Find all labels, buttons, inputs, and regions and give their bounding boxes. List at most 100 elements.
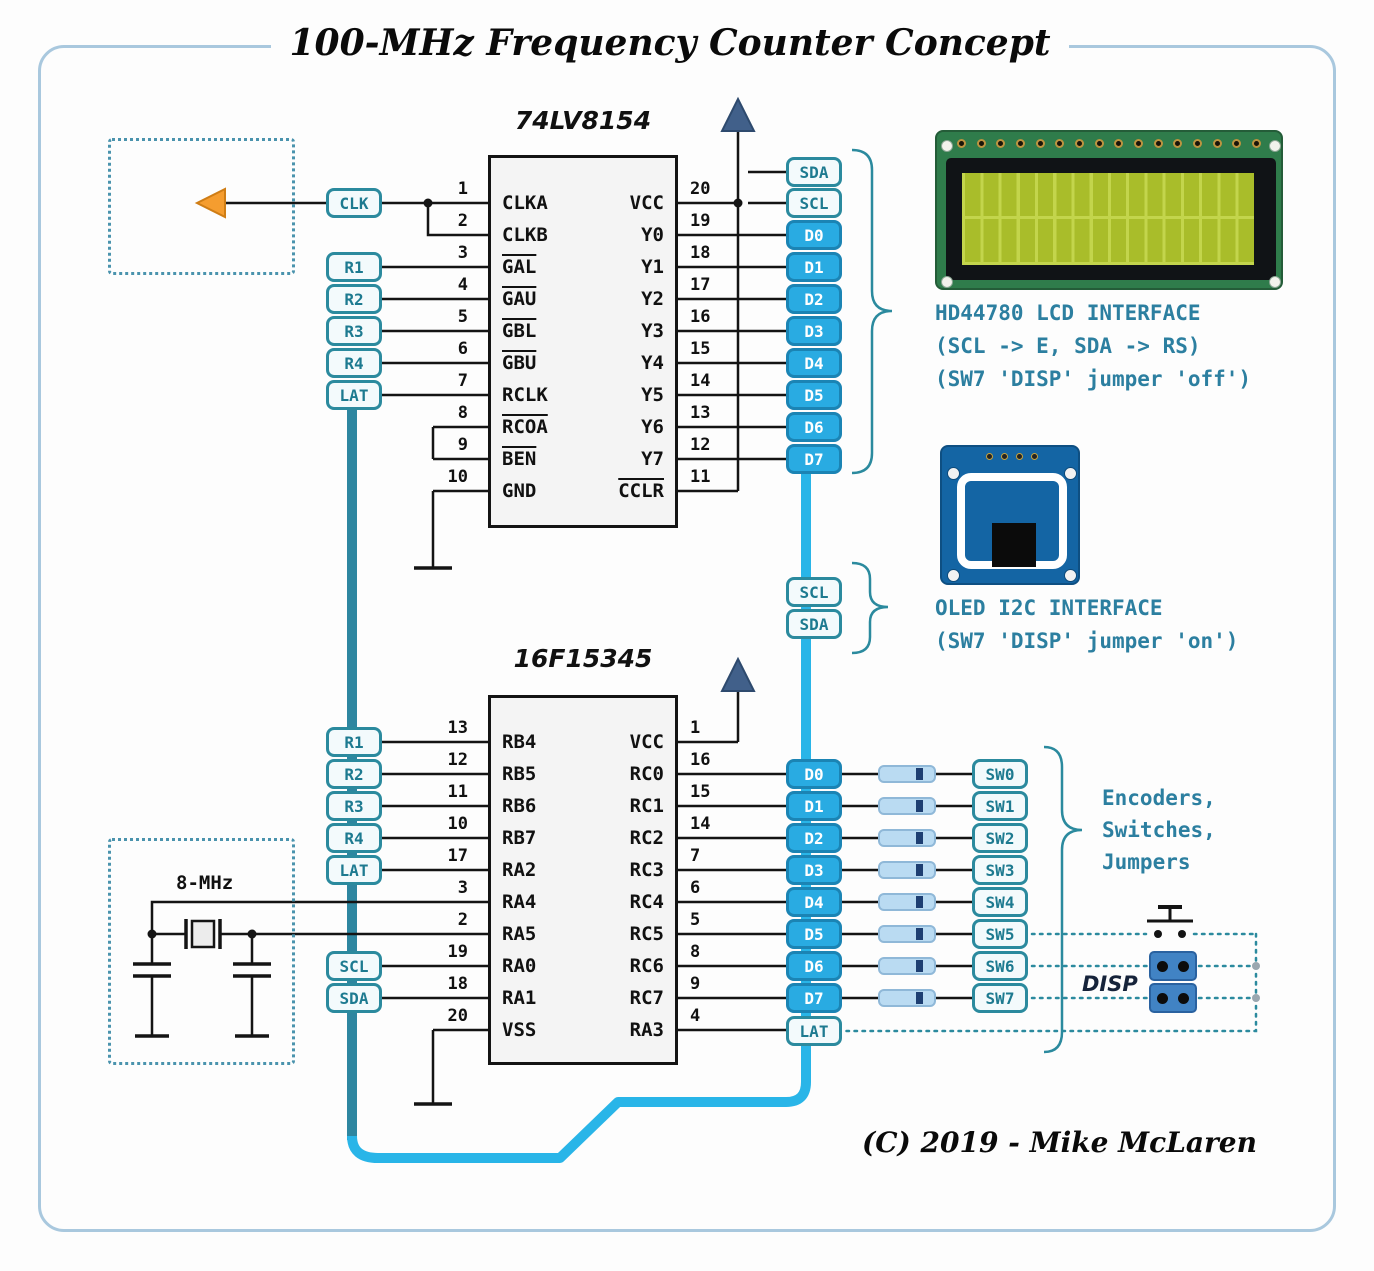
pin-number: 12 — [690, 435, 711, 455]
lcd-module — [935, 130, 1283, 290]
tag-clk: CLK — [326, 188, 382, 218]
oled-mount-hole — [1064, 467, 1077, 480]
pin-name: RC6 — [629, 955, 664, 977]
pin-name: RA3 — [629, 1019, 664, 1041]
tag-scl-oled: SCL — [786, 577, 842, 607]
tag-sw2: SW2 — [972, 823, 1028, 853]
tag-r3: R3 — [326, 791, 382, 821]
pin-number: 8 — [690, 942, 701, 962]
pin-number: 3 — [457, 878, 468, 898]
pin-name: Y7 — [641, 448, 664, 470]
pin-number: 14 — [690, 371, 711, 391]
disp-label: DISP — [1082, 972, 1138, 996]
pin-name: Y5 — [641, 384, 664, 406]
oled-driver-chip — [992, 523, 1036, 567]
tag-d7: D7 — [786, 444, 842, 474]
resistor — [878, 829, 936, 847]
lcd-mount-hole — [1269, 140, 1281, 152]
right-note-line3: Jumpers — [1102, 850, 1191, 874]
tag-r3: R3 — [326, 316, 382, 346]
pin-number: 1 — [690, 718, 701, 738]
tag-sw3: SW3 — [972, 855, 1028, 885]
pin-number: 12 — [447, 750, 468, 770]
lcd-mount-hole — [1269, 276, 1281, 288]
pin-number: 6 — [457, 339, 468, 359]
copyright-text: (C) 2019 - Mike McLaren — [862, 1126, 1257, 1159]
tag-d3: D3 — [786, 316, 842, 346]
pin-number: 6 — [690, 878, 701, 898]
pin-name: RB5 — [502, 763, 537, 785]
pin-name: RCOA — [502, 416, 548, 438]
pin-number: 17 — [447, 846, 468, 866]
pin-number: 19 — [447, 942, 468, 962]
pin-number: 2 — [457, 211, 468, 231]
tag-d7: D7 — [786, 983, 842, 1013]
tag-d0: D0 — [786, 759, 842, 789]
pin-name: Y0 — [641, 224, 664, 246]
resistor — [878, 861, 936, 879]
tag-r2: R2 — [326, 284, 382, 314]
disp-jumper-block — [1149, 983, 1197, 1013]
tag-sw4: SW4 — [972, 887, 1028, 917]
lcd-note-line3: (SW7 'DISP' jumper 'off') — [935, 367, 1252, 391]
oled-pin-header — [986, 453, 1038, 460]
pin-name: VSS — [502, 1019, 537, 1041]
pin-name: RC2 — [629, 827, 664, 849]
pin-number: 10 — [447, 814, 468, 834]
pin-name: RA5 — [502, 923, 537, 945]
pin-number: 2 — [457, 910, 468, 930]
pin-name: RB4 — [502, 731, 537, 753]
pin-number: 5 — [690, 910, 701, 930]
pin-number: 13 — [690, 403, 711, 423]
pin-name: RA0 — [502, 955, 537, 977]
title-bar: 100-MHz Frequency Counter Concept — [0, 22, 1340, 64]
resistor — [878, 765, 936, 783]
chip-74lv8154 — [488, 155, 678, 528]
tag-d5: D5 — [786, 380, 842, 410]
resistor — [878, 893, 936, 911]
pin-name: GAL — [502, 256, 537, 278]
right-note-line1: Encoders, — [1102, 786, 1216, 810]
pin-number: 11 — [690, 467, 711, 487]
tag-lat: LAT — [786, 1016, 842, 1046]
lcd-mount-hole — [941, 140, 953, 152]
tag-sw1: SW1 — [972, 791, 1028, 821]
pin-number: 15 — [690, 782, 711, 802]
pin-name: RA4 — [502, 891, 537, 913]
oled-note-line2: (SW7 'DISP' jumper 'on') — [935, 629, 1239, 653]
pin-name: RC5 — [629, 923, 664, 945]
tag-lat: LAT — [326, 380, 382, 410]
pin-number: 8 — [457, 403, 468, 423]
resistor — [878, 925, 936, 943]
pin-number: 20 — [690, 179, 711, 199]
tag-d4: D4 — [786, 887, 842, 917]
chip2-label: 16F15345 — [513, 644, 653, 673]
pin-number: 9 — [690, 974, 701, 994]
oled-mount-hole — [947, 467, 960, 480]
tag-d2: D2 — [786, 284, 842, 314]
tag-r1: R1 — [326, 727, 382, 757]
lcd-pin-header — [957, 139, 1261, 149]
tag-r1: R1 — [326, 252, 382, 282]
pin-name: GBU — [502, 352, 537, 374]
tag-d2: D2 — [786, 823, 842, 853]
tag-scl: SCL — [786, 188, 842, 218]
tag-sda: SDA — [326, 983, 382, 1013]
tag-sda-oled: SDA — [786, 609, 842, 639]
tag-d5: D5 — [786, 919, 842, 949]
tag-d6: D6 — [786, 951, 842, 981]
pin-number: 4 — [457, 275, 468, 295]
pin-name: BEN — [502, 448, 537, 470]
pin-name: VCC — [629, 731, 664, 753]
resistor — [878, 989, 936, 1007]
pin-name: Y3 — [641, 320, 664, 342]
pin-number: 18 — [447, 974, 468, 994]
tag-d0: D0 — [786, 220, 842, 250]
pin-name: RA2 — [502, 859, 537, 881]
pin-number: 16 — [690, 750, 711, 770]
pin-number: 9 — [457, 435, 468, 455]
tag-d6: D6 — [786, 412, 842, 442]
tag-lat: LAT — [326, 855, 382, 885]
pin-name: RC7 — [629, 987, 664, 1009]
pin-name: Y6 — [641, 416, 664, 438]
